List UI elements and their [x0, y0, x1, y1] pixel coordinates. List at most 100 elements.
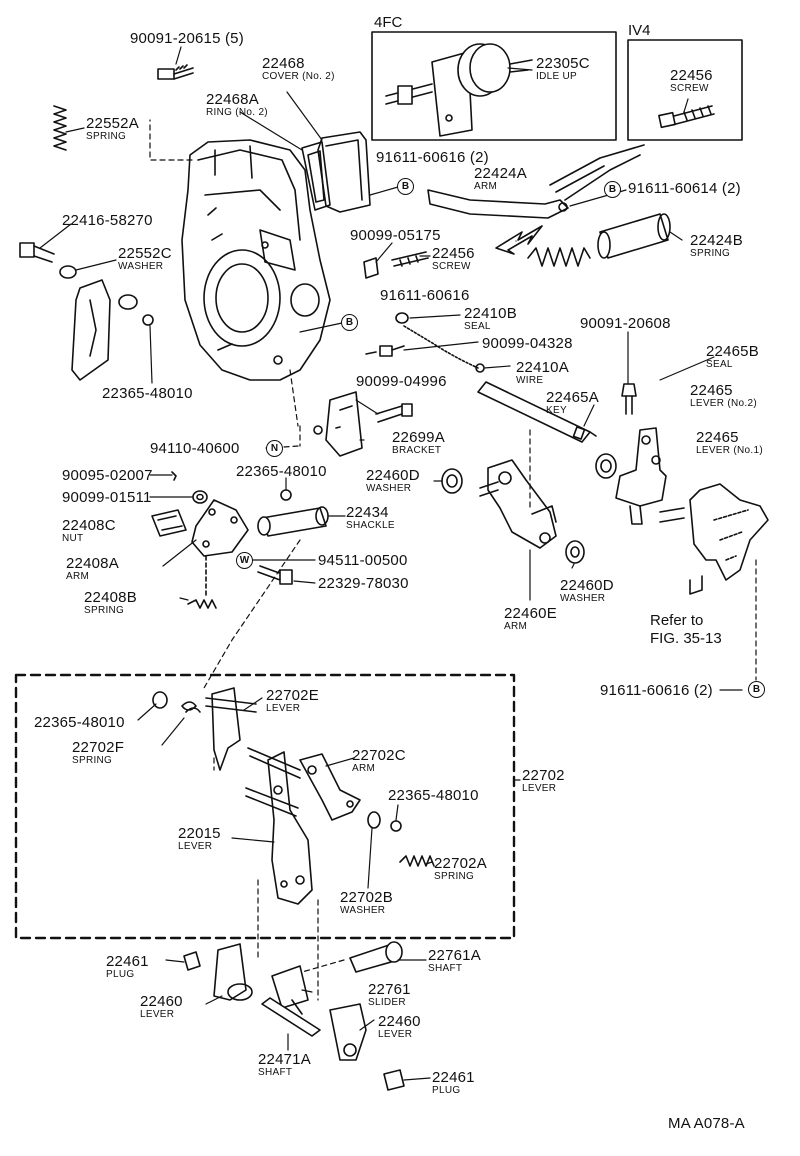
- part-number-label: 22329-78030: [318, 575, 409, 592]
- part-number-label: 22468A: [206, 91, 259, 108]
- part-label-group: 22424B SPRING: [690, 233, 743, 259]
- part-number-label: 22461: [106, 953, 149, 970]
- part-label-group: 22702B WASHER: [340, 890, 393, 916]
- part-label-group: 22305C IDLE UP: [536, 56, 590, 82]
- part-number-label: 22408A: [66, 555, 119, 572]
- part-name-label: WASHER: [560, 593, 606, 604]
- part-number-label: 22465B: [706, 343, 759, 360]
- part-number-label: 22468: [262, 55, 305, 72]
- part-number-label: 22461: [432, 1069, 475, 1086]
- part-label-group: 22456 SCREW: [432, 246, 475, 272]
- part-label-group: 22465A KEY: [546, 390, 599, 416]
- inset-title-iv4: IV4: [628, 22, 651, 39]
- part-name-label: PLUG: [106, 969, 135, 980]
- small-bolt-part: [365, 345, 405, 357]
- throttle-arm-part: [427, 144, 645, 219]
- spring-22408b: [187, 599, 217, 609]
- part-label-group: 22460 LEVER: [378, 1014, 421, 1040]
- part-number-label: 22702B: [340, 889, 393, 906]
- spring-sleeve: [597, 213, 671, 259]
- part-number-label: 22305C: [536, 55, 590, 72]
- figure-code: MA A078-A: [668, 1115, 745, 1132]
- part-name-label: LEVER: [266, 703, 301, 714]
- part-number-label: 22460: [378, 1013, 421, 1030]
- nut-part: [151, 509, 187, 537]
- lever-no1-part: [689, 483, 769, 581]
- part-name-label: SPRING: [690, 248, 731, 259]
- callout-b-circle: B: [604, 181, 621, 198]
- bracket-bolt: [375, 403, 413, 423]
- cover-part: [317, 131, 371, 213]
- part-label-group: 22408C NUT: [62, 518, 116, 544]
- wire-part: [403, 325, 479, 369]
- part-label-group: 22434 SHACKLE: [346, 505, 395, 531]
- part-number-label: 22761: [368, 981, 411, 998]
- idle-up-actuator: [385, 43, 533, 137]
- part-number-label: 91611-60614 (2): [628, 180, 741, 197]
- part-name-label: LEVER (No.2): [690, 398, 757, 409]
- part-label-group: 22699A BRACKET: [392, 430, 445, 456]
- callout-n-circle: N: [266, 440, 283, 457]
- part-name-label: SEAL: [706, 359, 733, 370]
- part-label-group: 22468A RING (No. 2): [206, 92, 268, 118]
- part-label-group: 22460E ARM: [504, 606, 557, 632]
- part-name-label: ARM: [352, 763, 376, 774]
- bolt-22329: [257, 565, 293, 585]
- part-number-label: 22699A: [392, 429, 445, 446]
- part-label-group: 22465 LEVER (No.2): [690, 383, 757, 409]
- plug-bottom: [383, 1069, 405, 1091]
- part-number-label: 22365-48010: [388, 787, 479, 804]
- part-name-label: RING (No. 2): [206, 107, 268, 118]
- part-name-label: IDLE UP: [536, 71, 578, 82]
- small-washer: [192, 490, 208, 504]
- arm-22408a-part: [191, 499, 249, 557]
- part-label-group: 22702F SPRING: [72, 740, 124, 766]
- part-name-label: ARM: [474, 181, 498, 192]
- part-number-label: 91611-60616 (2): [600, 682, 713, 699]
- lever-22015-part: [245, 747, 313, 905]
- part-number-label: 90099-04328: [482, 335, 573, 352]
- washer-bolt-part: [19, 242, 138, 310]
- shaft-22761a-part: [349, 941, 403, 973]
- part-number-label: 22702A: [434, 855, 487, 872]
- part-label-group: 22410B SEAL: [464, 306, 517, 332]
- part-number-label: 22408B: [84, 589, 137, 606]
- washer-22702b: [367, 811, 381, 829]
- part-label-group: 22471A SHAFT: [258, 1052, 311, 1078]
- callout-b-circle: B: [341, 314, 358, 331]
- part-name-label: WIRE: [516, 375, 544, 386]
- bracket-part: [325, 391, 363, 457]
- inset-box-4fc: [371, 31, 617, 141]
- lever-no2-part: [615, 427, 667, 507]
- callout-b-circle: B: [748, 681, 765, 698]
- part-name-label: SPRING: [84, 605, 125, 616]
- part-number-label: 22460E: [504, 605, 557, 622]
- leader-lines: [39, 46, 743, 1081]
- part-number-label: 22410B: [464, 305, 517, 322]
- spring-part-22552a: [53, 105, 67, 151]
- part-label-group: 22552A SPRING: [86, 116, 139, 142]
- part-number-label: 22460: [140, 993, 183, 1010]
- part-name-label: SHACKLE: [346, 520, 395, 531]
- part-name-label: LEVER: [178, 841, 213, 852]
- part-name-label: WASHER: [340, 905, 386, 916]
- part-number-label: 90099-04996: [356, 373, 447, 390]
- part-number-label: 22456: [670, 67, 713, 84]
- part-label-group: 22460D WASHER: [366, 468, 420, 494]
- clip-part: [171, 471, 177, 481]
- plug-top: [183, 951, 201, 971]
- part-name-label: NUT: [62, 533, 84, 544]
- part-name-label: COVER (No. 2): [262, 71, 335, 82]
- part-name-label: ARM: [504, 621, 528, 632]
- part-number-label: 22702: [522, 767, 565, 784]
- part-label-group: 22424A ARM: [474, 166, 527, 192]
- part-label-group: 22408A ARM: [66, 556, 119, 582]
- ring-part: [301, 141, 331, 211]
- part-number-label: 90099-05175: [350, 227, 441, 244]
- part-number-label: 22416-58270: [62, 212, 153, 229]
- part-name-label: LEVER: [378, 1029, 413, 1040]
- part-label-group: 22465 LEVER (No.1): [696, 430, 763, 456]
- part-name-label: LEVER: [522, 783, 557, 794]
